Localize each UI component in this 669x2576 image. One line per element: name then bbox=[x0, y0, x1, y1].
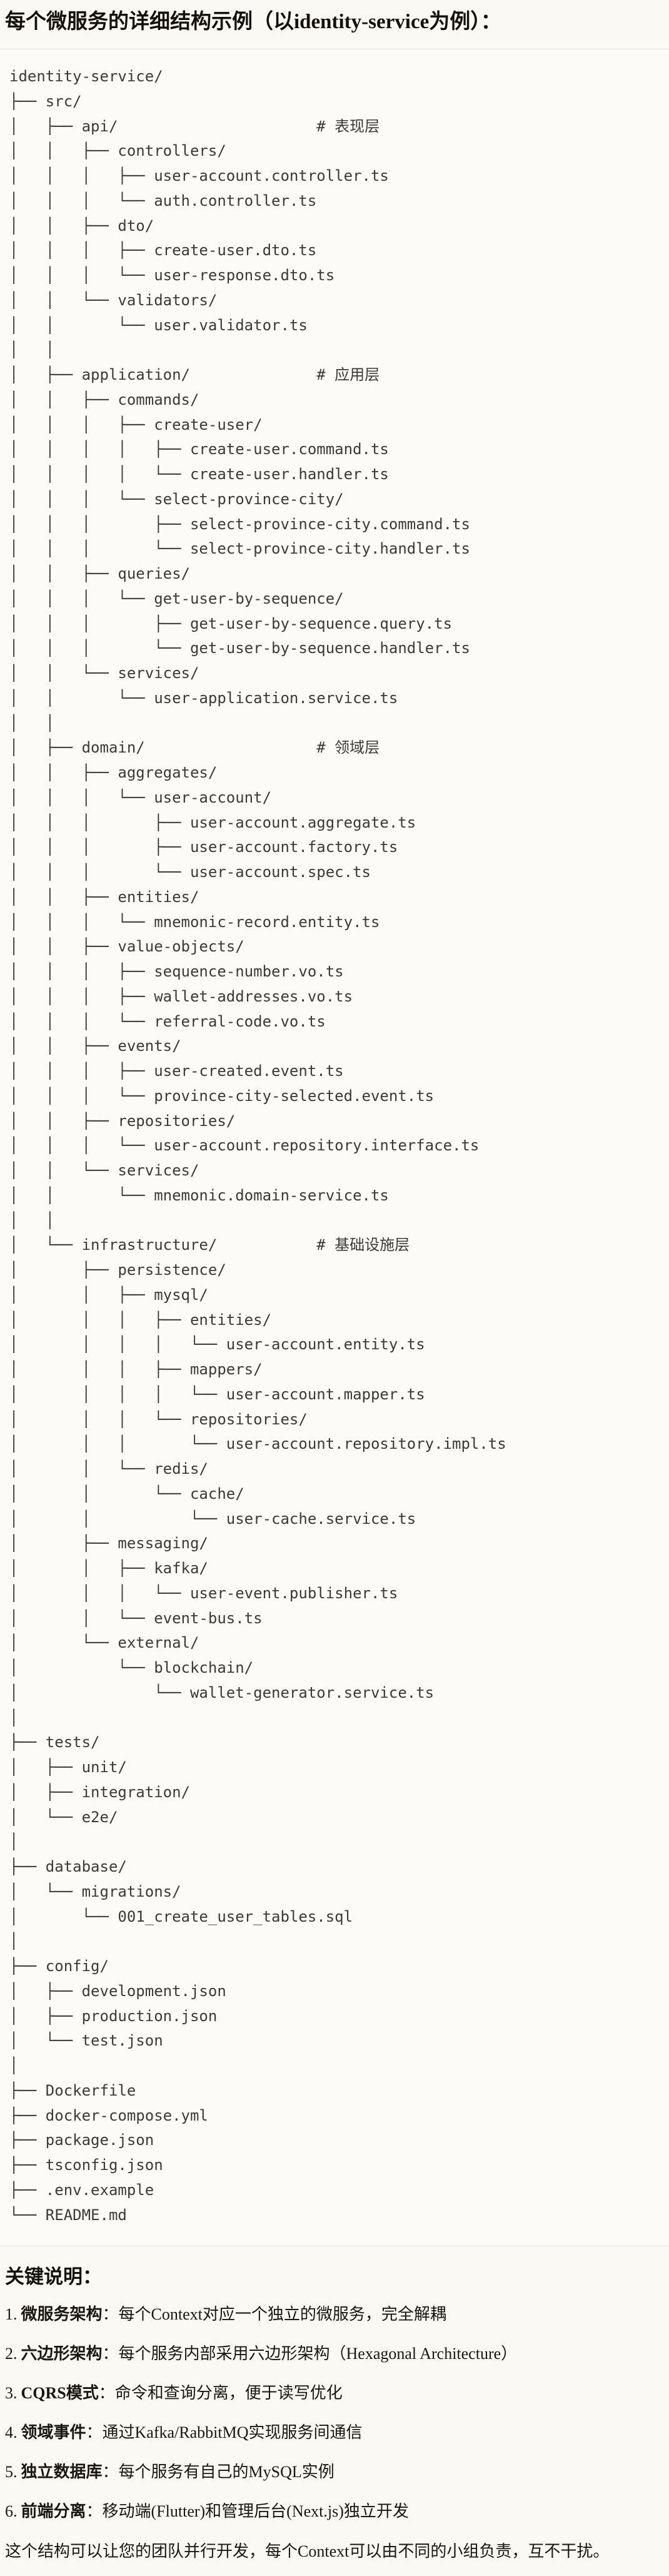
list-item-separator: ： bbox=[102, 2345, 119, 2363]
list-item-text: 每个服务内部采用六边形架构（Hexagonal Architecture） bbox=[118, 2345, 518, 2363]
list-item-separator: ： bbox=[98, 2384, 115, 2403]
list-item: 4.领域事件：通过Kafka/RabbitMQ实现服务间通信 bbox=[5, 2423, 664, 2443]
list-item: 5.独立数据库：每个服务有自己的MySQL实例 bbox=[5, 2462, 664, 2482]
notes-heading: 关键说明： bbox=[5, 2266, 102, 2288]
list-item-number: 6. bbox=[5, 2502, 18, 2521]
notes-list: 1.微服务架构：每个Context对应一个独立的微服务，完全解耦 2.六边形架构… bbox=[0, 2305, 669, 2522]
list-item-number: 1. bbox=[5, 2305, 18, 2324]
list-item-separator: ： bbox=[86, 2502, 103, 2521]
list-item-text: 命令和查询分离，便于读写优化 bbox=[114, 2384, 343, 2403]
list-item-term: 六边形架构 bbox=[21, 2345, 103, 2363]
directory-tree-code-block: identity-service/ ├── src/ │ ├── api/ # … bbox=[0, 49, 669, 2247]
list-item: 1.微服务架构：每个Context对应一个独立的微服务，完全解耦 bbox=[5, 2305, 664, 2325]
list-item: 3.CQRS模式：命令和查询分离，便于读写优化 bbox=[5, 2383, 664, 2403]
list-item-text: 每个Context对应一个独立的微服务，完全解耦 bbox=[118, 2305, 446, 2324]
list-item-number: 4. bbox=[5, 2423, 18, 2442]
list-item-term: 领域事件 bbox=[21, 2423, 86, 2442]
list-item-term: 前端分离 bbox=[21, 2502, 86, 2521]
page-title: 每个微服务的详细结构示例（以identity-service为例）： bbox=[5, 11, 501, 33]
closing-paragraph: 这个结构可以让您的团队并行开发，每个Context可以由不同的小组负责，互不干扰… bbox=[5, 2542, 610, 2561]
list-item-term: 独立数据库 bbox=[21, 2463, 103, 2482]
list-item-separator: ： bbox=[102, 2463, 119, 2482]
list-item: 6.前端分离：移动端(Flutter)和管理后台(Next.js)独立开发 bbox=[5, 2502, 664, 2522]
list-item-text: 移动端(Flutter)和管理后台(Next.js)独立开发 bbox=[102, 2502, 409, 2521]
list-item: 2.六边形架构：每个服务内部采用六边形架构（Hexagonal Architec… bbox=[5, 2344, 664, 2364]
list-item-text: 每个服务有自己的MySQL实例 bbox=[118, 2463, 334, 2482]
list-item-number: 3. bbox=[5, 2384, 18, 2403]
list-item-number: 5. bbox=[5, 2463, 18, 2482]
list-item-term: CQRS模式 bbox=[21, 2384, 99, 2403]
list-item-text: 通过Kafka/RabbitMQ实现服务间通信 bbox=[102, 2423, 363, 2442]
list-item-separator: ： bbox=[102, 2305, 119, 2324]
list-item-separator: ： bbox=[86, 2423, 103, 2442]
list-item-term: 微服务架构 bbox=[21, 2305, 103, 2324]
list-item-number: 2. bbox=[5, 2345, 18, 2363]
